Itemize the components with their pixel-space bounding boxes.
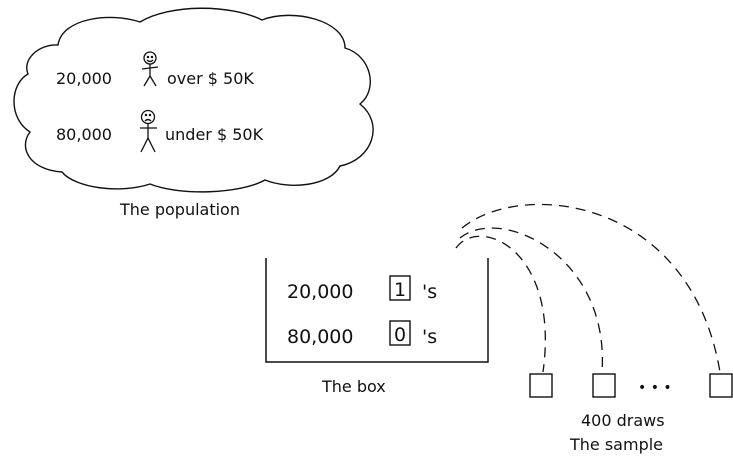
draw-arcs [455, 203, 721, 373]
population-count-over: 20,000 [56, 69, 112, 88]
box-suffix-zeros: 's [422, 326, 437, 348]
population-label-over: over $ 50K [167, 69, 254, 88]
population-count-under: 80,000 [56, 125, 112, 144]
population-caption: The population [119, 200, 240, 219]
ticket-zero [389, 320, 411, 346]
population-label-under: under $ 50K [165, 125, 264, 144]
ticket-one-label: 1 [394, 279, 406, 301]
sample-draws-label: 400 draws [581, 411, 665, 430]
sample-ellipsis: • • • [638, 380, 672, 396]
box-outline [265, 258, 489, 363]
draw-arc-2 [459, 227, 603, 373]
sample-draw-last [709, 373, 733, 398]
box-count-zeros: 80,000 [287, 326, 353, 348]
draw-arc-3 [461, 203, 721, 373]
box-caption: The box [321, 377, 386, 396]
ticket-one [389, 275, 411, 301]
sample-draw-2 [592, 373, 616, 398]
draw-arc-1 [455, 235, 546, 373]
ticket-zero-label: 0 [394, 324, 406, 346]
box-count-ones: 20,000 [287, 281, 353, 303]
sad-stick-figure-icon [140, 109, 157, 153]
happy-stick-figure-icon [141, 51, 159, 87]
sample-caption: The sample [569, 435, 663, 454]
population-cloud [13, 7, 374, 193]
box-suffix-ones: 's [422, 281, 437, 303]
sample-draw-1 [529, 373, 553, 398]
